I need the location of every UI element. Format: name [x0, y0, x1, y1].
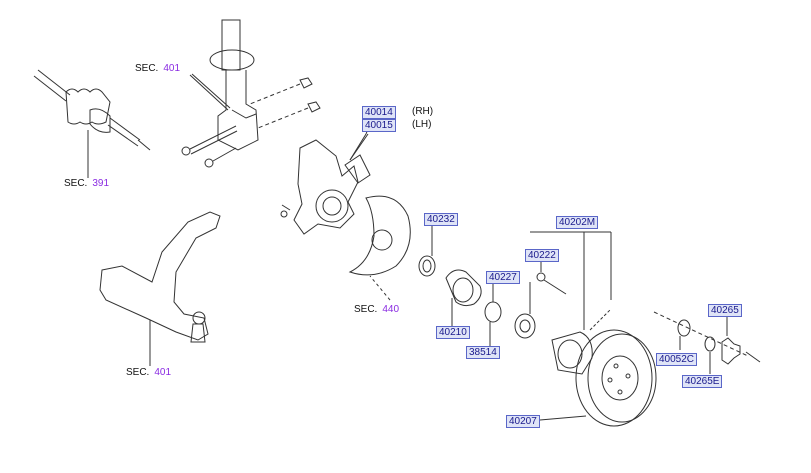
side-label-rh: (RH) [412, 106, 434, 117]
part-label-40015[interactable]: 40015 [362, 119, 396, 132]
section-label-401-lower: SEC.401 [126, 367, 172, 378]
rotor-drawing [539, 329, 657, 427]
hub-bolt-drawing [536, 262, 567, 295]
part-label-40227[interactable]: 40227 [486, 271, 520, 284]
dust-shield-drawing [348, 195, 411, 301]
part-label-40232[interactable]: 40232 [424, 213, 458, 226]
part-label-40210[interactable]: 40210 [436, 326, 470, 339]
part-label-40052c[interactable]: 40052C [656, 353, 698, 366]
seal-drawing [418, 226, 436, 277]
part-label-40207[interactable]: 40207 [506, 415, 540, 428]
part-label-40222[interactable]: 40222 [525, 249, 559, 262]
part-label-40014[interactable]: 40014 [362, 106, 396, 119]
side-label-lh: (LH) [412, 119, 432, 130]
part-label-40265e[interactable]: 40265E [682, 375, 723, 388]
hub-nut-drawing [653, 311, 761, 374]
hub-drawing [530, 231, 612, 375]
section-label-440: SEC.440 [354, 304, 400, 315]
section-label-401-upper: SEC.401 [135, 63, 181, 74]
lower-arm-drawing [99, 211, 221, 366]
part-label-38514[interactable]: 38514 [466, 346, 500, 359]
part-label-40265[interactable]: 40265 [708, 304, 742, 317]
knuckle-drawing [280, 133, 371, 235]
strut-drawing [181, 19, 321, 168]
bearing-drawing [445, 269, 482, 326]
section-label-391: SEC.391 [64, 178, 110, 189]
part-label-40202m[interactable]: 40202M [556, 216, 599, 229]
drive-shaft-drawing [33, 69, 151, 178]
hub-seal-drawing [514, 282, 536, 339]
snap-ring-drawing [484, 282, 502, 346]
